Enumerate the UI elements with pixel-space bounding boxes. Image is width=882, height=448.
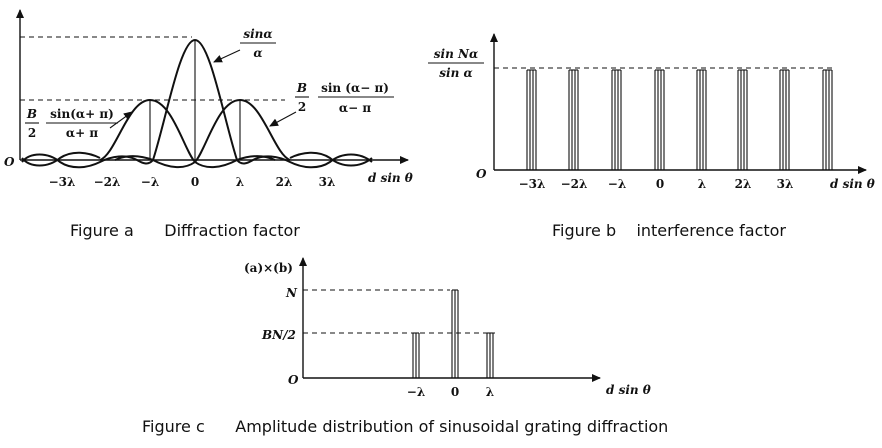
fig-c-origin: O: [288, 373, 299, 387]
fig-b-tick: 3λ: [777, 177, 794, 191]
fig-a-right-den: α− π: [339, 101, 371, 115]
fig-a-tick: λ: [236, 175, 244, 189]
fig-b-peak: [822, 69, 833, 170]
fig-a-tick: 2λ: [276, 175, 293, 189]
caption-figure-c: Figure c Amplitude distribution of sinus…: [142, 417, 668, 436]
fig-b-peak: [779, 69, 790, 170]
fig-a-main-den: α: [253, 46, 262, 60]
fig-c-peak-center: [451, 289, 459, 378]
fig-c-level-N: N: [285, 286, 298, 300]
figure-c: (a)×(b) N BN/2 O −λ 0 λ d sin θ: [244, 257, 651, 399]
fig-a-right-num: sin (α− π): [321, 81, 389, 95]
fig-b-peak: [568, 69, 579, 170]
fig-b-tick: −λ: [608, 177, 626, 191]
fig-b-peak: [696, 69, 707, 170]
fig-b-peaks: [526, 69, 833, 170]
fig-c-tick: 0: [451, 385, 459, 399]
fig-b-tick: 0: [656, 177, 664, 191]
fig-c-peak-left: [412, 332, 420, 378]
fig-a-right-2: 2: [298, 100, 306, 114]
fig-b-peak: [654, 69, 665, 170]
fig-c-tick: −λ: [407, 385, 425, 399]
fig-b-peak: [737, 69, 748, 170]
fig-b-y-den: sin α: [439, 66, 472, 80]
fig-a-left-2: 2: [28, 126, 36, 140]
fig-a-right-curve: [114, 98, 291, 168]
fig-b-peak: [526, 69, 537, 170]
fig-b-tick: 2λ: [735, 177, 752, 191]
fig-a-tick: −2λ: [94, 175, 121, 189]
fig-a-tick: −λ: [141, 175, 159, 189]
figure-b: O sin Nα sin α −3λ −2λ −λ 0 λ 2λ 3λ d si…: [428, 33, 875, 191]
fig-a-main-num: sinα: [243, 27, 272, 41]
fig-c-peak-right: [486, 332, 494, 378]
fig-a-x-label: d sin θ: [368, 171, 413, 185]
fig-c-y-label: (a)×(b): [244, 261, 293, 275]
fig-b-y-num: sin Nα: [434, 47, 478, 61]
fig-b-tick: λ: [698, 177, 706, 191]
fig-a-main-pointer: [213, 49, 241, 63]
caption-figure-a: Figure a Diffraction factor: [70, 221, 300, 240]
fig-a-side-curve-small: [21, 151, 373, 167]
fig-a-left-num: sin(α+ π): [50, 107, 114, 121]
fig-b-x-label: d sin θ: [830, 177, 875, 191]
fig-a-left-pointer: [109, 111, 133, 129]
caption-figure-b: Figure b interference factor: [552, 221, 786, 240]
fig-a-tick: 3λ: [319, 175, 336, 189]
fig-b-peak: [611, 69, 622, 170]
fig-b-tick: −2λ: [561, 177, 588, 191]
fig-a-origin: O: [4, 155, 15, 169]
fig-b-origin: O: [476, 167, 487, 181]
fig-a-tick: 0: [191, 175, 199, 189]
figure-a: O −3λ −2λ −λ 0 λ 2λ 3λ d sin θ sinα α B: [4, 9, 413, 189]
fig-a-right-pointer: [269, 111, 297, 127]
fig-c-level-BN2: BN/2: [261, 328, 296, 342]
fig-c-x-label: d sin θ: [606, 383, 651, 397]
fig-c-tick: λ: [486, 385, 494, 399]
fig-a-right-B: B: [296, 81, 307, 95]
fig-a-main-curve: [21, 38, 373, 169]
fig-a-tick: −3λ: [49, 175, 76, 189]
fig-a-left-den: α+ π: [66, 126, 98, 140]
fig-b-tick: −3λ: [519, 177, 546, 191]
fig-a-left-B: B: [26, 107, 37, 121]
